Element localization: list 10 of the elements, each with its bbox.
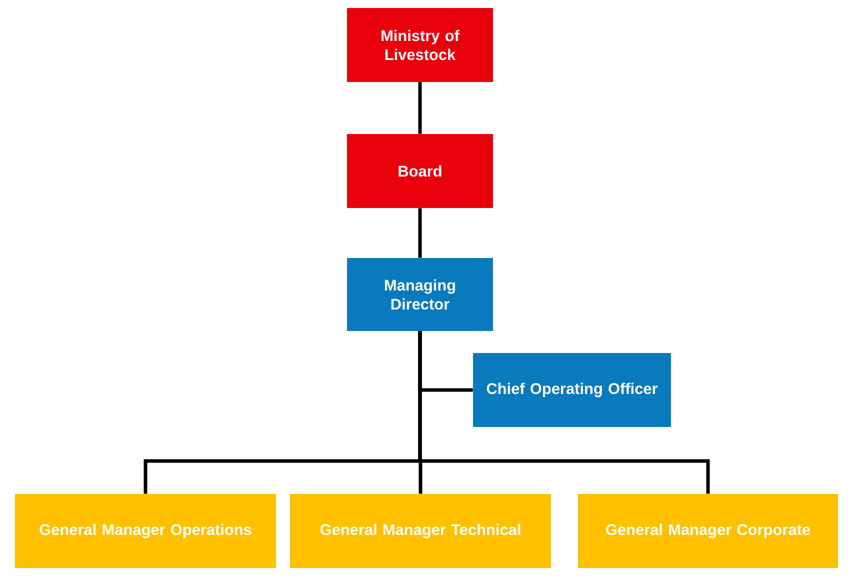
manager-box: General Manager Technical	[290, 494, 551, 568]
board-box: Board	[347, 134, 493, 208]
director-box: Managing Director	[347, 258, 493, 331]
connector-line	[418, 208, 422, 258]
connector-line	[418, 331, 710, 494]
manager-box: General Manager Corporate	[578, 494, 838, 568]
manager-box: General Manager Operations	[15, 494, 276, 568]
connector-line	[418, 82, 422, 134]
ministry-box: Ministry of Livestock	[347, 8, 493, 82]
officer-box: Chief Operating Officer	[473, 352, 671, 427]
